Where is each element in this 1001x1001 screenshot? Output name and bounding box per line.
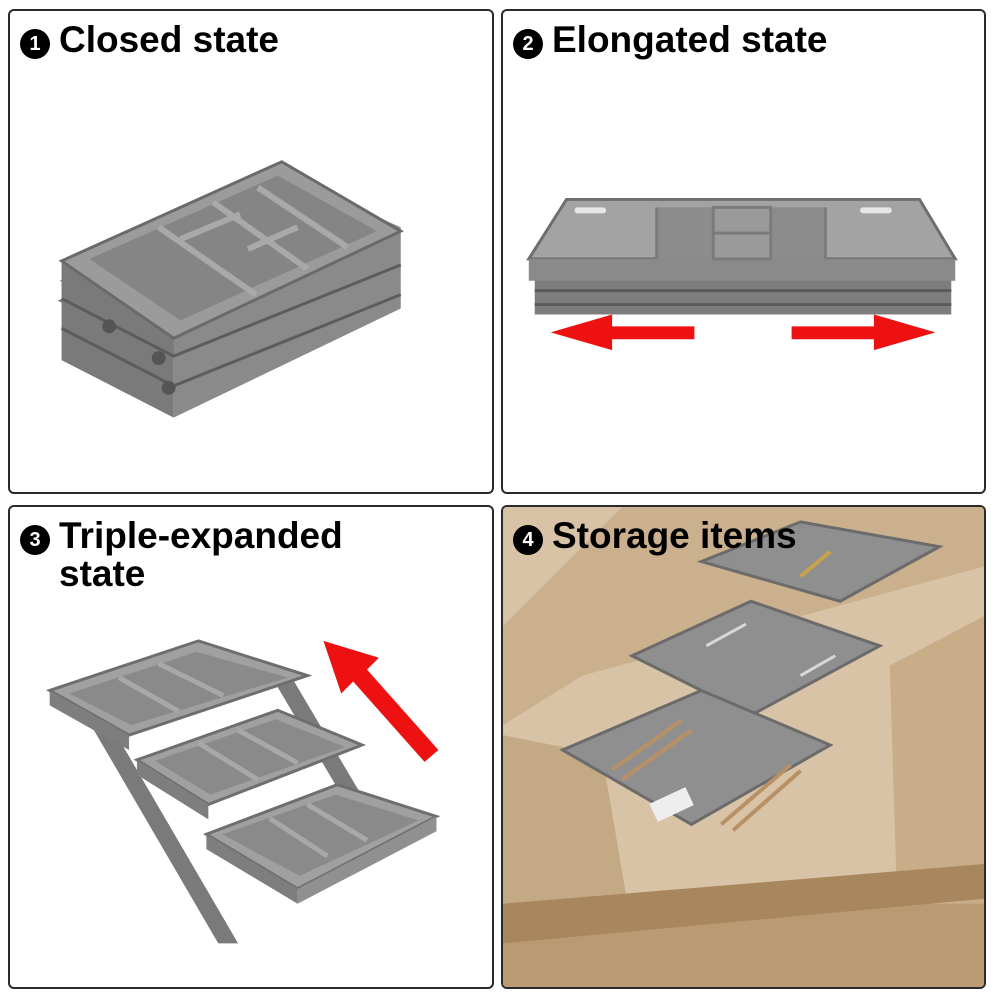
panel-title: Elongated state <box>552 19 828 60</box>
step-number-badge: 4 <box>513 525 543 555</box>
arrow-left-icon <box>550 314 695 351</box>
triple-expanded-organizer-image <box>46 639 441 944</box>
panel-title: Storage items <box>552 515 797 556</box>
step-number-badge: 3 <box>20 525 50 555</box>
closed-organizer-image <box>57 160 404 418</box>
step-number-badge: 1 <box>20 29 50 59</box>
panel-triple-expanded-state: 3 Triple-expanded state <box>8 505 494 989</box>
panel-heading: 2 Elongated state <box>513 21 828 59</box>
arrow-up-left-icon <box>323 640 439 762</box>
panel-storage-items: 4 Storage items <box>501 505 986 989</box>
panel-heading: 4 Storage items <box>513 517 797 555</box>
panel-closed-state: 1 Closed state <box>8 9 494 494</box>
panel-title: Closed state <box>59 19 280 60</box>
step-number-badge: 2 <box>513 29 543 59</box>
panel-elongated-state: 2 Elongated state <box>501 9 986 494</box>
arrow-right-icon <box>791 314 936 351</box>
elongated-organizer-image <box>526 197 958 351</box>
storage-items-photo <box>503 507 984 987</box>
panel-title: Triple-expanded state <box>59 515 343 594</box>
panel-heading: 1 Closed state <box>20 21 279 59</box>
panel-heading: 3 Triple-expanded state <box>20 517 343 593</box>
